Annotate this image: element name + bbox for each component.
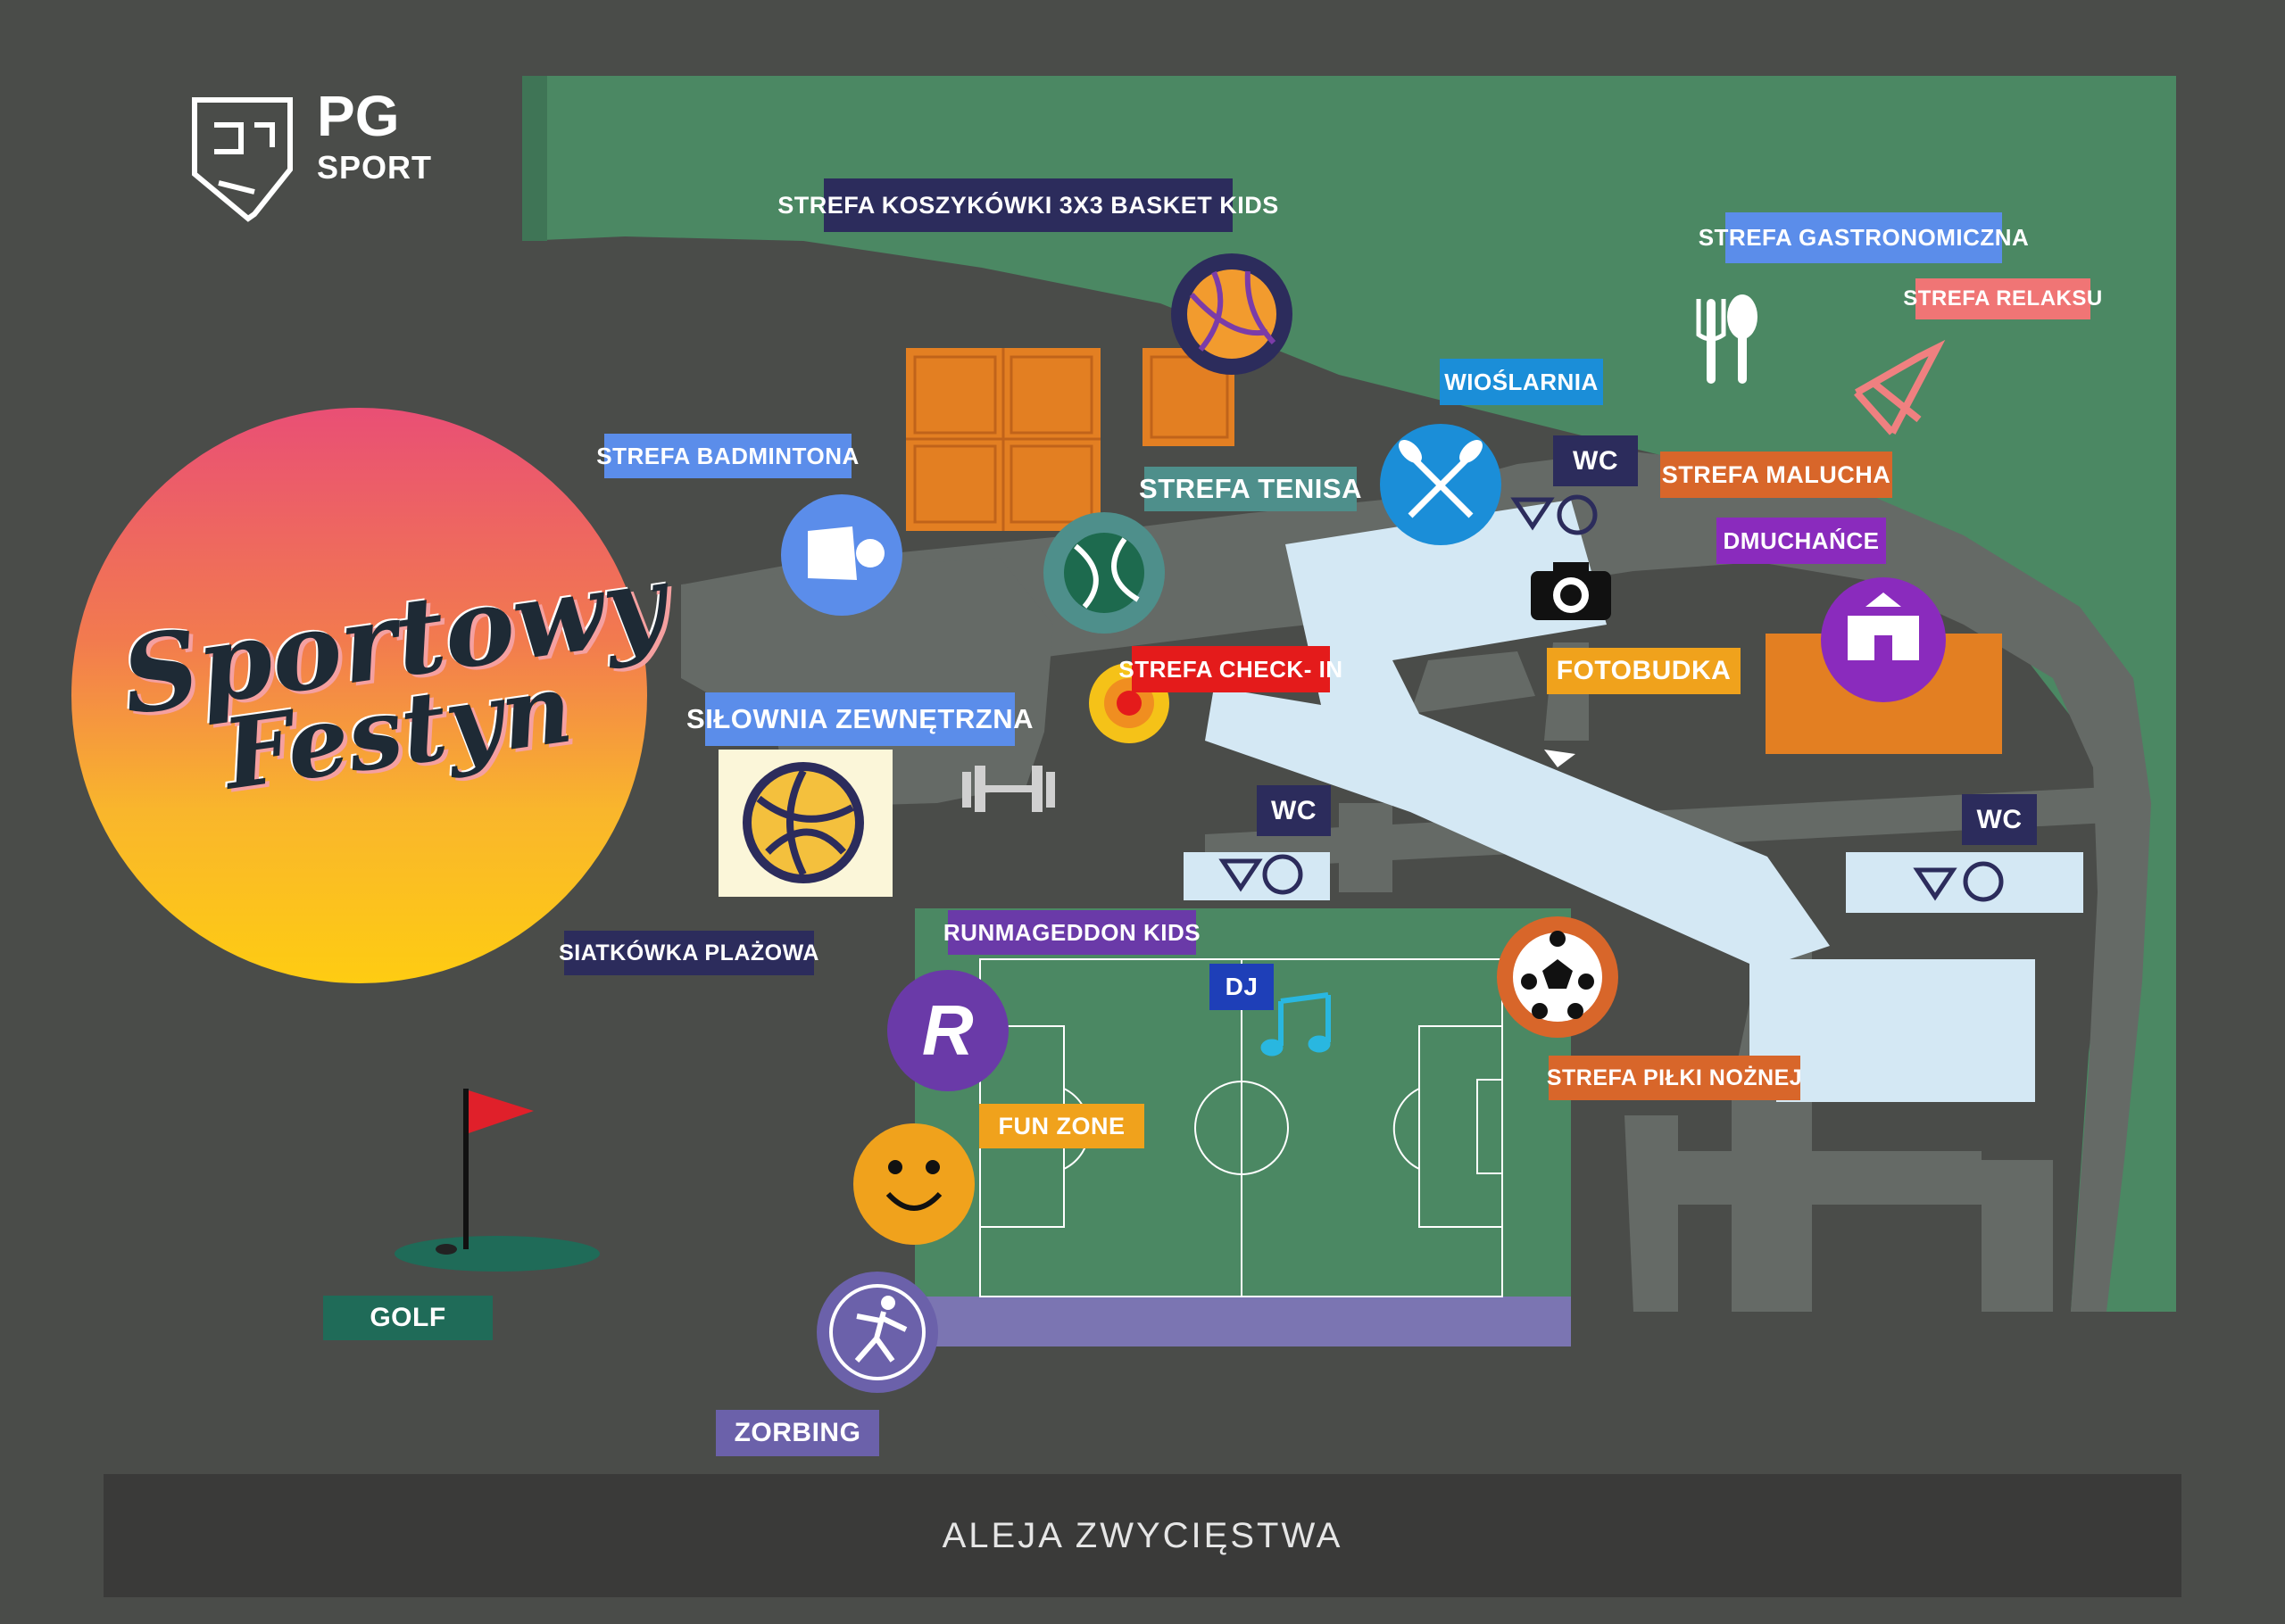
label-dj: DJ [1209, 964, 1274, 1010]
camera-icon [1531, 562, 1611, 620]
label-tennis: STREFA TENISA [1139, 467, 1361, 511]
logo-brand: PG [317, 84, 400, 148]
street-name-bar: ALEJA ZWYCIĘSTWA [104, 1474, 2181, 1597]
label-inflatables: DMUCHAŃCE [1716, 518, 1886, 564]
label-toddler: STREFA MALUCHA [1660, 452, 1892, 498]
logo-brand-sub: SPORT [317, 149, 433, 186]
label-wc-2: WC [1257, 785, 1331, 836]
music-note-icon [1260, 992, 1331, 1056]
bouncy-castle-icon [1821, 577, 1946, 702]
label-gym: SIŁOWNIA ZEWNĘTRZNA [686, 692, 1033, 746]
label-relax: STREFA RELAKSU [1903, 278, 2102, 319]
zorbing-icon [817, 1272, 938, 1393]
park-grass [522, 76, 2176, 1312]
label-rowing: WIOŚLARNIA [1440, 359, 1603, 405]
deckchair-icon [1854, 339, 1946, 435]
cutlery-icon [1696, 294, 1757, 384]
basketball-icon [1171, 253, 1292, 375]
label-wc-3: WC [1962, 794, 2037, 845]
label-football: STREFA PIŁKI NOŻNEJ [1547, 1056, 1802, 1100]
label-zorbing: ZORBING [716, 1410, 879, 1456]
pg-sport-logo: PG SPORT [120, 45, 520, 270]
runmageddon-letter: R [921, 990, 975, 1070]
label-wc-1: WC [1553, 435, 1638, 486]
smiley-icon [853, 1123, 975, 1245]
street-name: ALEJA ZWYCIĘSTWA [942, 1515, 1343, 1555]
runmageddon-icon [887, 970, 1009, 1091]
basketball-courts [906, 348, 1234, 531]
label-funzone: FUN ZONE [979, 1104, 1144, 1148]
golf-flag-icon [395, 1089, 600, 1272]
pg-logo-mark [192, 97, 293, 222]
rowing-icon [1380, 424, 1501, 545]
event-title-badge: Sportowy Festyn [71, 408, 673, 983]
tennis-icon [1043, 512, 1165, 634]
label-gastronomy: STREFA GASTRONOMICZNA [1699, 212, 2029, 263]
label-photobooth: FOTOBUDKA [1547, 648, 1741, 694]
promenade [1205, 500, 2035, 1102]
label-volleyball: SIATKÓWKA PLAŻOWA [559, 931, 818, 975]
label-basketball: STREFA KOSZYKÓWKI 3X3 BASKET KIDS [777, 178, 1278, 232]
label-checkin: STREFA CHECK- IN [1118, 646, 1342, 692]
label-golf: GOLF [323, 1296, 493, 1340]
label-runmageddon: RUNMAGEDDON KIDS [943, 910, 1201, 955]
dumbbell-icon [962, 766, 1055, 812]
football-icon [1497, 916, 1618, 1038]
badminton-icon [781, 494, 902, 616]
label-badminton: STREFA BADMINTONA [596, 434, 859, 478]
